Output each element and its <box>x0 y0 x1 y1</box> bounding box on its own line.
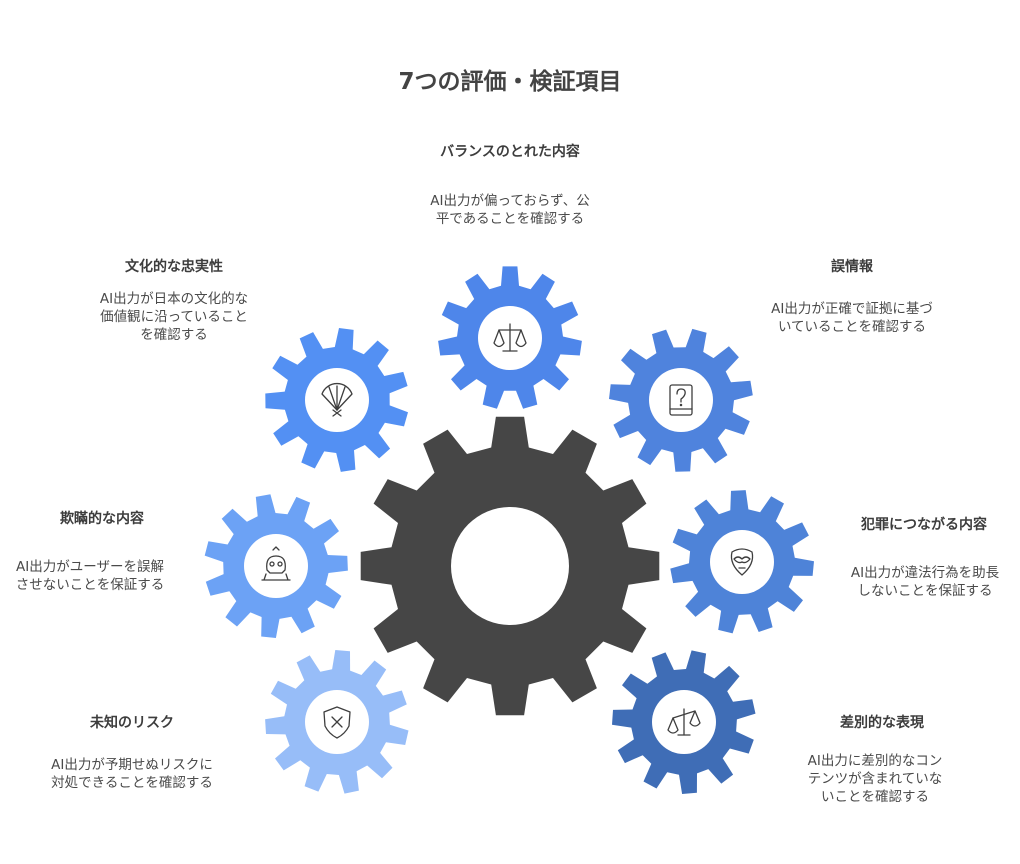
label-crime: 犯罪につながる内容 <box>861 517 987 533</box>
unbalanced-scales-icon <box>667 708 701 736</box>
center-gear <box>360 416 660 716</box>
desc-culture: AI出力が日本の文化的な価値観に沿っていることを確認する <box>99 291 249 343</box>
page-title: 7つの評価・検証項目 <box>398 69 622 95</box>
gear-balance <box>438 266 582 409</box>
scales-icon <box>493 323 527 352</box>
desc-deception: AI出力がユーザーを誤解させないことを保証する <box>15 559 165 593</box>
desc-unknown: AI出力が予期せぬリスクに対処できることを確認する <box>51 757 213 791</box>
mask-icon <box>730 548 754 576</box>
gear-deception <box>204 494 348 638</box>
label-misinfo: 誤情報 <box>831 259 873 275</box>
label-discrimination: 差別的な表現 <box>840 715 924 731</box>
gear-crime <box>670 490 814 634</box>
desc-misinfo: AI出力が正確で証拠に基づいていることを確認する <box>771 301 933 335</box>
desc-balance: AI出力が偏っておらず、公平であることを確認する <box>430 193 590 227</box>
question-book-icon <box>669 384 693 416</box>
desc-crime: AI出力が違法行為を助長しないことを保証する <box>850 565 1000 599</box>
gear-discrimination <box>612 650 756 794</box>
label-unknown: 未知のリスク <box>90 715 174 731</box>
skull-icon <box>261 546 291 581</box>
shield-x-icon <box>323 706 351 739</box>
label-balance: バランスのとれた内容 <box>440 144 580 160</box>
fan-icon <box>321 382 353 417</box>
label-culture: 文化的な忠実性 <box>125 259 223 275</box>
desc-discrimination: AI出力に差別的なコンテンツが含まれていないことを確認する <box>807 753 943 805</box>
gear-unknown <box>265 650 409 794</box>
gear-culture <box>265 328 408 472</box>
label-deception: 欺瞞的な内容 <box>60 511 144 527</box>
gear-misinfo <box>609 328 753 472</box>
